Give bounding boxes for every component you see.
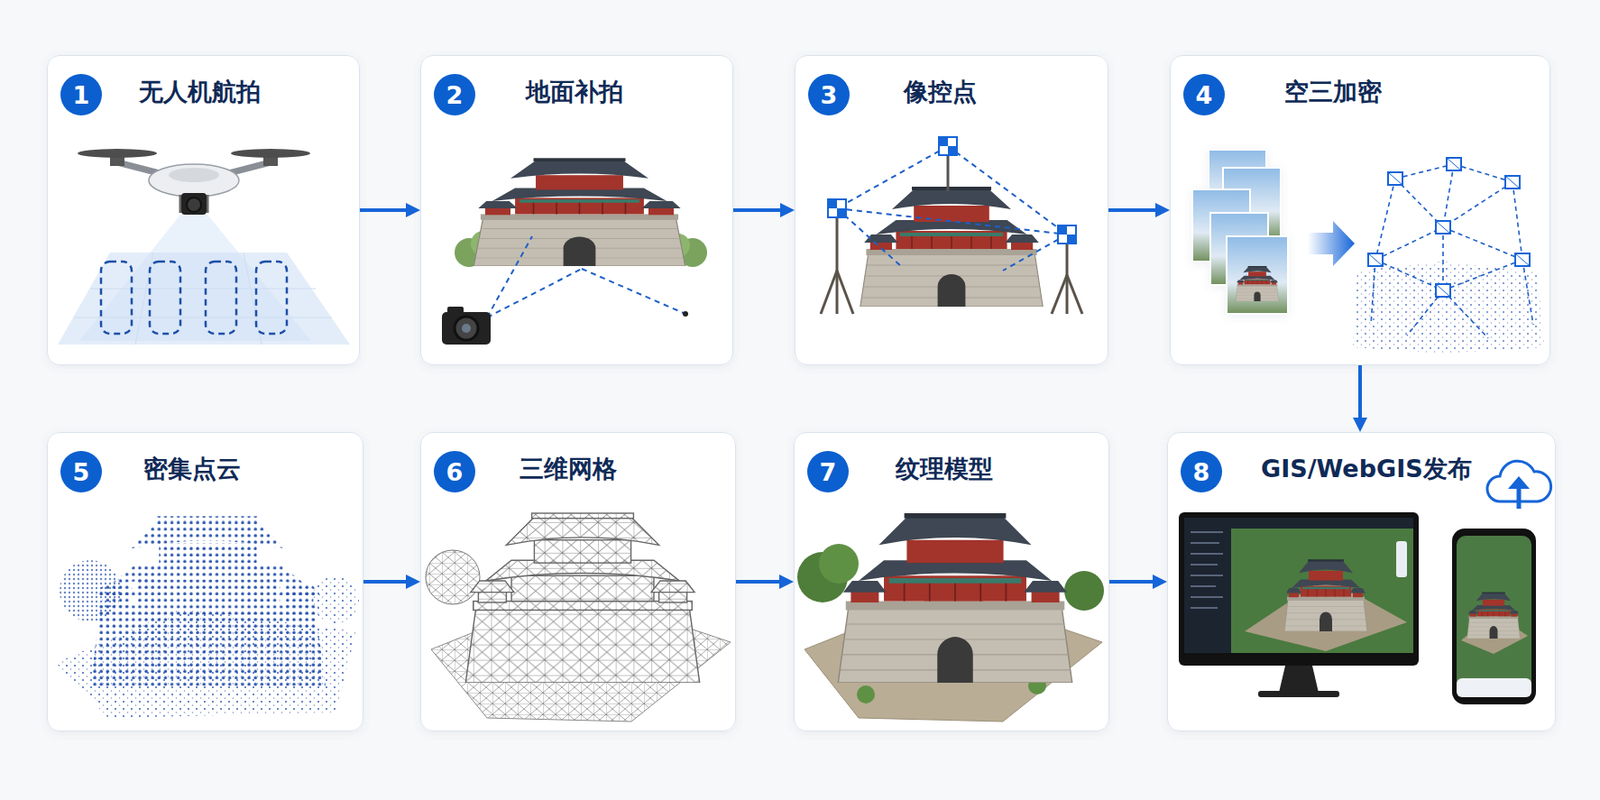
callout-number: 2 [446,82,464,108]
aerotriangulation-illustration [1192,149,1545,354]
step-card: 无人机航拍 1 [46,55,360,366]
arrow-line [363,579,408,584]
step-number-badge: 3 [808,73,850,116]
arrow-line [359,208,408,212]
flow-arrow [1352,365,1368,433]
flow-arrow [733,202,795,218]
arrow-head [405,202,421,218]
arrow-line [1109,579,1155,584]
arrow-head [1152,574,1168,589]
webgis-illustration [1178,460,1552,705]
step-number-badge: 4 [1183,73,1225,116]
step-title: 空三加密 [1284,77,1382,107]
textured-model-illustration [797,513,1104,722]
arrow-head [780,202,795,218]
arrow-head [779,574,794,589]
callout-number: 3 [820,82,838,108]
step-title: GIS/WebGIS发布 [1260,454,1472,484]
ground-photo-illustration [441,157,708,345]
drone-illustration [57,148,350,345]
flow-arrow [363,574,421,589]
callout-number: 6 [446,459,464,485]
step-number-badge: 7 [807,450,849,493]
arrow-line [735,579,782,584]
arrow-line [733,208,782,212]
step-card: 纹理模型 7 [793,432,1110,732]
arrow-head [1352,417,1368,433]
step-title: 像控点 [903,77,977,107]
flow-arrow [1108,202,1170,218]
step-title: 密集点云 [143,454,241,484]
step-number-badge: 2 [433,73,476,116]
mesh-illustration [425,513,731,722]
point-cloud-illustration [55,515,359,718]
arrow-line [1358,365,1362,420]
callout-number: 1 [73,82,91,108]
step-card: 地面补拍 2 [420,55,734,366]
step-card: 三维网格 6 [420,432,736,732]
step-card: 像控点 3 [794,55,1109,366]
arrow-line [1108,208,1158,212]
step-title: 三维网格 [519,454,617,484]
step-title: 地面补拍 [525,77,624,107]
step-card: 密集点云 5 [46,432,364,732]
step-number-badge: 6 [433,450,476,493]
step-card: 空三加密 4 [1169,55,1551,366]
arrow-head [405,574,421,589]
step-number-badge: 1 [60,73,102,116]
step-number-badge: 8 [1180,450,1223,493]
callout-number: 5 [73,459,91,485]
card-grounds [46,55,1556,732]
callout-number: 7 [819,459,837,485]
flow-arrow [1109,574,1168,589]
step-card: GIS/WebGIS发布 8 [1167,432,1556,732]
control-point-illustration [820,137,1083,314]
step-number-badge: 5 [60,450,102,493]
step-title: 无人机航拍 [138,77,261,107]
callout-number: 8 [1193,459,1211,485]
flow-arrow [359,202,421,218]
callout-number: 4 [1195,82,1214,108]
arrow-head [1155,202,1170,218]
flow-arrow [735,574,794,589]
step-title: 纹理模型 [895,454,994,484]
